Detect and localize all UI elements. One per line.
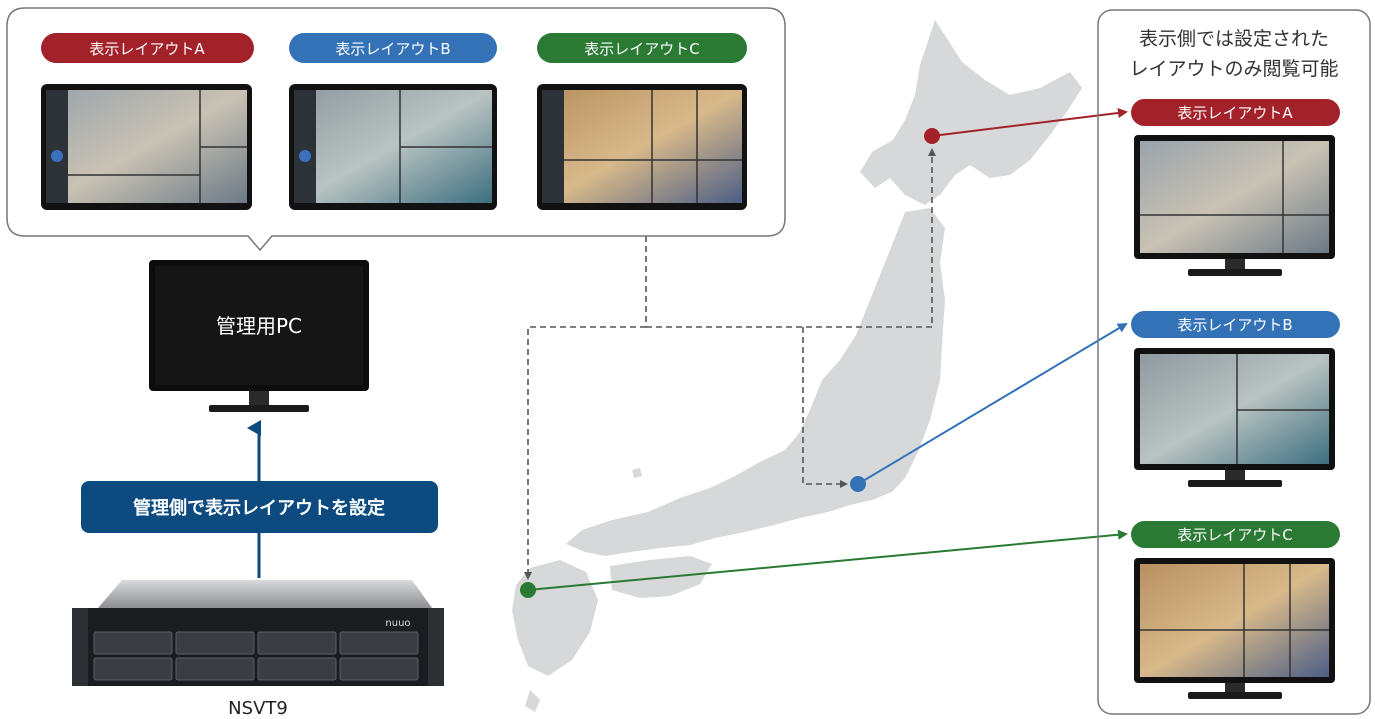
arrow-tokyo-to-layout-b	[857, 322, 1128, 485]
drive-bay	[93, 631, 173, 655]
right-monitor-c-screen	[1140, 564, 1329, 677]
config-badge-label: 管理側で表示レイアウトを設定	[133, 497, 385, 519]
top-monitor-b-sidebar	[294, 90, 316, 203]
drive-bay	[339, 657, 419, 681]
right-monitor-c-stand-base	[1188, 692, 1282, 699]
admin-pc-label: 管理用PC	[216, 314, 302, 338]
drive-bay	[339, 631, 419, 655]
right-monitor-c-stand-neck	[1225, 683, 1245, 692]
right-monitor-a-stand-neck	[1225, 259, 1245, 269]
right-monitor-c	[1134, 558, 1335, 699]
right-pill-a-label: 表示レイアウトA	[1177, 104, 1293, 122]
location-dot-tokyo	[850, 476, 866, 492]
arrow-kyushu-to-layout-c	[527, 529, 1128, 591]
southern-islands-shape	[525, 690, 540, 712]
top-pill-b-label: 表示レイアウトB	[335, 40, 450, 58]
right-monitor-a	[1134, 135, 1335, 276]
top-monitor-b-ptz-icon	[299, 150, 311, 162]
top-pill-a-label: 表示レイアウトA	[89, 40, 205, 58]
admin-pc-stand-base	[209, 405, 309, 412]
admin-pc-screen	[155, 266, 363, 385]
top-pill-a-bg	[41, 33, 254, 63]
nvr-server-top	[98, 580, 432, 608]
right-monitor-b	[1134, 348, 1335, 487]
top-monitor-c	[537, 84, 747, 210]
right-monitor-a-screen	[1140, 141, 1329, 253]
right-pill-c-label: 表示レイアウトC	[1177, 526, 1292, 544]
viewer-panel	[1097, 9, 1371, 715]
delivery-arrows	[527, 108, 1128, 591]
nvr-server-ear-right	[428, 608, 444, 686]
nvr-server-ear-left	[72, 608, 88, 686]
top-monitor-c-sidebar	[542, 90, 564, 203]
drive-bay	[93, 657, 173, 681]
right-pill-b-bg	[1131, 311, 1340, 338]
nvr-drive-bays	[93, 631, 419, 681]
top-pill-c: 表示レイアウトC	[537, 33, 747, 63]
location-dot-hokkaido	[924, 128, 940, 144]
nvr-server: nuuo	[72, 580, 444, 686]
right-monitor-b-stand-base	[1188, 480, 1282, 487]
server-model-label: NSVT9	[228, 698, 288, 719]
drive-bay	[257, 657, 337, 681]
top-monitor-b	[289, 84, 497, 210]
admin-pc-stand-neck	[249, 391, 269, 405]
top-monitor-c-screen	[542, 90, 742, 203]
dashed-to-hokkaido	[646, 148, 936, 328]
hokkaido-shape	[860, 20, 1082, 205]
top-monitor-a	[41, 84, 252, 210]
arrow-hokkaido-to-layout-a	[931, 108, 1128, 137]
dashed-to-kyushu	[524, 326, 646, 580]
viewer-caption-line2: レイアウトのみ閲覧可能	[1129, 58, 1338, 80]
nvr-server-brand: nuuo	[385, 618, 410, 629]
right-pill-c: 表示レイアウトC	[1131, 521, 1340, 548]
kyushu-shape	[512, 560, 598, 676]
admin-pc-monitor: 管理用PC	[149, 260, 369, 412]
top-pill-c-bg	[537, 33, 747, 63]
drive-bay	[257, 631, 337, 655]
top-monitor-a-sidebar	[46, 90, 68, 203]
right-pill-b-label: 表示レイアウトB	[1177, 316, 1292, 334]
right-monitor-b-stand-neck	[1225, 470, 1245, 480]
top-pill-c-label: 表示レイアウトC	[584, 40, 699, 58]
right-monitor-a-stand-base	[1188, 269, 1282, 276]
config-badge: 管理側で表示レイアウトを設定	[81, 481, 438, 533]
oki-island-shape	[632, 468, 642, 478]
right-monitor-b-screen	[1140, 354, 1329, 464]
top-pill-b: 表示レイアウトB	[289, 33, 497, 63]
dashed-to-tokyo	[802, 327, 848, 488]
top-pill-b-bg	[289, 33, 497, 63]
right-pill-a-bg	[1131, 99, 1340, 126]
drive-bay	[175, 631, 255, 655]
distribution-lines	[524, 148, 936, 580]
sado-island-shape	[852, 395, 866, 416]
right-pill-b: 表示レイアウトB	[1131, 311, 1340, 338]
config-badge-bg	[81, 481, 438, 533]
drive-bay	[175, 657, 255, 681]
japan-map	[512, 20, 1082, 712]
top-monitor-a-ptz-icon	[51, 150, 63, 162]
viewer-caption-line1: 表示側では設定された	[1139, 28, 1329, 50]
honshu-shape	[566, 208, 945, 556]
right-pill-c-bg	[1131, 521, 1340, 548]
top-pill-a: 表示レイアウトA	[41, 33, 254, 63]
right-pill-a: 表示レイアウトA	[1131, 99, 1340, 126]
location-dot-kyushu	[520, 582, 536, 598]
